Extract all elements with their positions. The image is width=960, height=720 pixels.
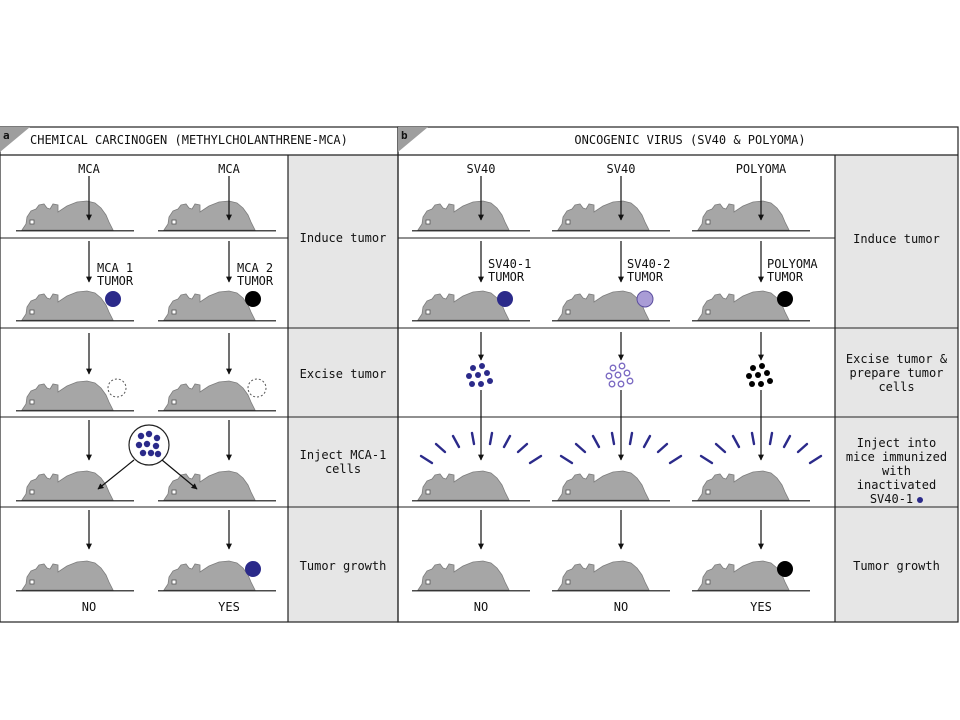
excised-tumor-icon	[247, 378, 267, 398]
step-label: Excise tumor	[299, 367, 387, 381]
mouse-icon	[691, 200, 811, 232]
result-label: YES	[750, 600, 772, 614]
excised-tumor-icon	[107, 378, 127, 398]
tumor-growth-icon	[245, 561, 261, 577]
mouse-icon	[551, 470, 671, 502]
result-label: NO	[613, 600, 629, 614]
panel-a-letter: a	[3, 129, 10, 142]
mouse-icon	[157, 470, 277, 502]
polyoma-tumor-icon	[777, 291, 793, 307]
mouse-icon	[551, 200, 671, 232]
tumor-growth-icon	[777, 561, 793, 577]
result-label: NO	[473, 600, 489, 614]
panel-a-corner	[0, 127, 30, 152]
step-label: Inject into mice immunized with inactiva…	[845, 436, 948, 506]
agent-label: POLYOMA	[735, 162, 787, 176]
step-label: Excise tumor & prepare tumor cells	[845, 352, 948, 394]
panel-b-frame	[397, 126, 959, 623]
mouse-icon	[411, 470, 531, 502]
step-label: Induce tumor	[853, 232, 940, 246]
step-label: Induce tumor	[299, 231, 387, 245]
inactivated-virus-icon	[917, 496, 924, 503]
mouse-icon	[691, 290, 811, 322]
sv40-2-tumor-icon	[636, 290, 654, 308]
step-label: Tumor growth	[299, 559, 387, 573]
polyoma-cells-icon	[746, 363, 773, 387]
mouse-icon	[15, 470, 135, 502]
sv40-1-tumor-icon	[497, 291, 513, 307]
mouse-icon	[691, 470, 811, 502]
mouse-icon	[691, 560, 811, 592]
mouse-icon	[411, 290, 531, 322]
panel-a-title: CHEMICAL CARCINOGEN (METHYLCHOLANTHRENE-…	[30, 133, 348, 147]
mca1-tumor-icon	[105, 291, 121, 307]
mouse-icon	[15, 200, 135, 232]
panel-b-title: ONCOGENIC VIRUS (SV40 & POLYOMA)	[574, 133, 806, 147]
mouse-icon	[15, 560, 135, 592]
panel-b-letter: b	[401, 129, 408, 142]
agent-label: SV40	[466, 162, 496, 176]
result-label: YES	[218, 600, 240, 614]
mouse-icon	[551, 560, 671, 592]
immunization-lines	[419, 431, 823, 465]
agent-label: MCA	[78, 162, 100, 176]
mouse-icon	[157, 200, 277, 232]
agent-label: MCA	[218, 162, 240, 176]
agent-label: SV40	[606, 162, 636, 176]
sv40-1-cells-icon	[466, 363, 493, 387]
mouse-icon	[411, 200, 531, 232]
sv40-2-cells-icon	[605, 362, 634, 388]
step-label: Inject MCA-1 cells	[299, 448, 387, 476]
panel-a-steps-column	[288, 155, 398, 622]
panel-b-steps-column	[835, 155, 958, 622]
mca2-tumor-icon	[245, 291, 261, 307]
result-label: NO	[81, 600, 97, 614]
mca1-cells-icon	[128, 424, 170, 466]
mouse-icon	[411, 560, 531, 592]
step-label: Tumor growth	[853, 559, 940, 573]
panel-b-corner	[398, 127, 428, 152]
